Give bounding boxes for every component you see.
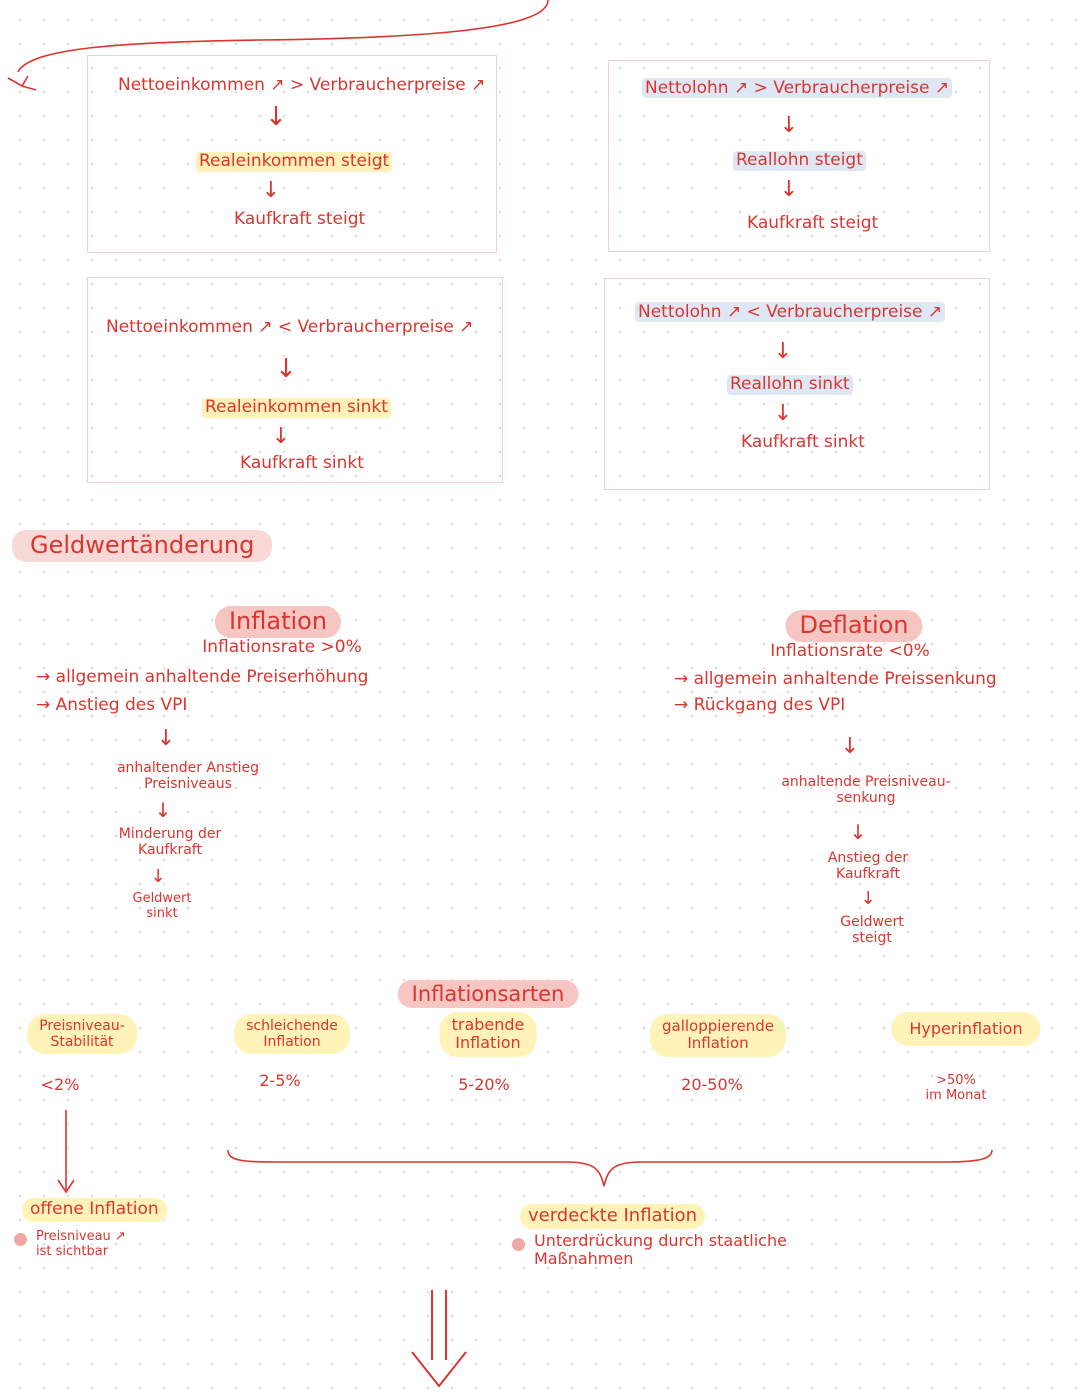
curved-arrow-icon [7, 0, 549, 91]
section-title: Geldwertänderung [12, 530, 273, 562]
arrow-down-icon: ↓ [275, 354, 297, 384]
arrow-down-icon: ↓ [779, 113, 799, 138]
purchasing-power-rises: Kaufkraft steigt [747, 213, 879, 233]
curly-brace-icon [227, 1149, 993, 1187]
deflation-point-2: → Rückgang des VPI [674, 695, 846, 715]
inflation-title: Inflation [214, 606, 342, 638]
open-inflation-title: offene Inflation [22, 1198, 167, 1222]
type-hyperinflation-range: >50% im Monat [925, 1073, 987, 1103]
real-income-rises: Realeinkommen steigt [196, 151, 393, 172]
wage-price-comparison-2: Nettolohn ↗ < Verbraucherpreise ↗ [635, 302, 946, 323]
wage-price-comparison-1: Nettolohn ↗ > Verbraucherpreise ↗ [642, 78, 953, 99]
type-hyperinflation: Hyperinflation [891, 1012, 1041, 1047]
open-inflation-note: Preisniveau ↗ ist sichtbar [36, 1229, 126, 1259]
arrow-down-icon: ↓ [265, 102, 287, 132]
deflation-point-1: → allgemein anhaltende Preissenkung [674, 669, 997, 689]
box-wage-lower: Nettolohn ↗ < Verbraucherpreise ↗ ↓ Real… [604, 278, 990, 490]
inflation-point-2: → Anstieg des VPI [36, 695, 188, 715]
inflation-types-title: Inflationsarten [397, 980, 579, 1009]
deflation-step-2: Anstieg der Kaufkraft [827, 850, 909, 883]
inflation-step-1: anhaltender Anstieg Preisniveaus [116, 760, 260, 793]
bullet-icon [14, 1233, 27, 1246]
type-price-stability-range: <2% [40, 1075, 80, 1094]
deflation-title: Deflation [785, 610, 923, 642]
arrow-down-icon: ↓ [156, 726, 176, 751]
inflation-rate: Inflationsrate >0% [202, 637, 362, 657]
type-creeping-inflation: schleichende Inflation [234, 1014, 350, 1055]
type-galloping-inflation-range: 20-50% [681, 1075, 743, 1094]
hidden-inflation-note: Unterdrückung durch staatliche Maßnahmen [534, 1231, 787, 1269]
inflation-step-3: Geldwert sinkt [132, 891, 192, 921]
arrow-down-icon: ↓ [773, 401, 793, 426]
purchasing-power-falls: Kaufkraft sinkt [741, 432, 865, 452]
purchasing-power-falls: Kaufkraft sinkt [240, 453, 364, 473]
arrow-down-icon: ↓ [154, 798, 172, 822]
type-galloping-inflation: galloppierende Inflation [650, 1014, 786, 1057]
inflation-step-2: Minderung der Kaufkraft [118, 826, 222, 859]
box-wage-higher: Nettolohn ↗ > Verbraucherpreise ↗ ↓ Real… [608, 60, 990, 252]
inflation-point-1: → allgemein anhaltende Preiserhöhung [36, 667, 369, 687]
double-arrow-down-icon [411, 1290, 467, 1388]
income-price-comparison-2: Nettoeinkommen ↗ < Verbraucherpreise ↗ [106, 317, 474, 337]
arrow-down-icon: ↓ [849, 820, 867, 844]
purchasing-power-rises: Kaufkraft steigt [234, 209, 366, 229]
arrow-down-icon: ↓ [840, 734, 860, 759]
deflation-step-3: Geldwert steigt [840, 914, 904, 947]
income-price-comparison-1: Nettoeinkommen ↗ > Verbraucherpreise ↗ [118, 75, 486, 95]
deflation-step-1: anhaltende Preisniveau- senkung [781, 774, 951, 807]
type-price-stability: Preisniveau- Stabilität [27, 1014, 137, 1055]
box-income-higher: Nettoeinkommen ↗ > Verbraucherpreise ↗ ↓… [87, 55, 497, 253]
type-trotting-inflation: trabende Inflation [439, 1012, 537, 1057]
arrow-down-icon: ↓ [773, 339, 793, 364]
arrow-down-icon: ↓ [271, 424, 291, 449]
arrow-down-icon [57, 1110, 75, 1194]
arrow-down-icon: ↓ [261, 178, 281, 203]
bullet-icon [512, 1238, 525, 1251]
real-income-falls: Realeinkommen sinkt [202, 397, 391, 418]
real-wage-falls: Reallohn sinkt [727, 374, 853, 395]
box-income-lower: Nettoeinkommen ↗ < Verbraucherpreise ↗ ↓… [87, 277, 503, 483]
type-trotting-inflation-range: 5-20% [458, 1075, 510, 1094]
arrow-down-icon: ↓ [779, 177, 799, 202]
type-creeping-inflation-range: 2-5% [259, 1071, 301, 1090]
real-wage-rises: Reallohn steigt [733, 150, 866, 171]
arrow-down-icon: ↓ [150, 866, 166, 887]
hidden-inflation-title: verdeckte Inflation [520, 1204, 706, 1229]
arrow-down-icon: ↓ [860, 888, 876, 909]
deflation-rate: Inflationsrate <0% [770, 641, 930, 661]
